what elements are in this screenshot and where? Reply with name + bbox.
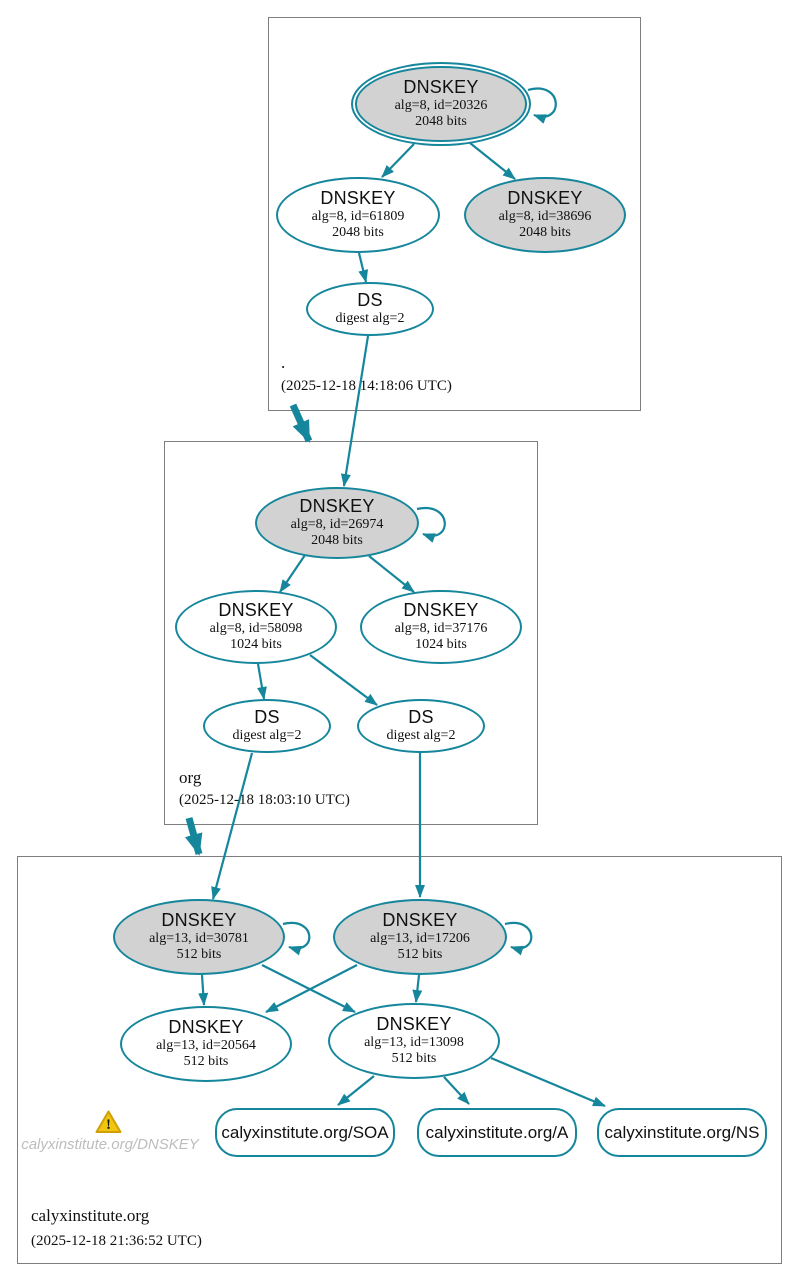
svg-text:!: ! <box>106 1117 111 1133</box>
rrset-node-a[interactable]: calyxinstitute.org/A <box>417 1108 577 1157</box>
node-detail: 2048 bits <box>415 114 467 130</box>
zone-timestamp-root: (2025-12-18 14:18:06 UTC) <box>281 378 452 394</box>
node-detail: alg=13, id=13098 <box>364 1034 464 1050</box>
node-title: DS <box>408 707 434 728</box>
dnskey-node-30781-ksk[interactable]: DNSKEY alg=13, id=30781 512 bits <box>113 899 285 975</box>
node-title: DNSKEY <box>161 910 237 931</box>
node-detail: 2048 bits <box>519 225 571 241</box>
node-detail: alg=13, id=20564 <box>156 1037 256 1053</box>
node-detail: alg=8, id=61809 <box>311 208 405 224</box>
zone-name-calyxinstitute: calyxinstitute.org <box>31 1206 150 1225</box>
ds-node-root[interactable]: DS digest alg=2 <box>306 282 434 336</box>
node-title: DNSKEY <box>376 1014 452 1035</box>
dnskey-node-20564[interactable]: DNSKEY alg=13, id=20564 512 bits <box>120 1006 292 1082</box>
node-detail: 512 bits <box>397 947 443 963</box>
node-title: DNSKEY <box>218 600 294 621</box>
dnskey-node-58098[interactable]: DNSKEY alg=8, id=58098 1024 bits <box>175 590 337 664</box>
node-detail: digest alg=2 <box>335 311 405 327</box>
node-detail: 2048 bits <box>332 225 384 241</box>
zone-timestamp-calyxinstitute: (2025-12-18 21:36:52 UTC) <box>31 1233 202 1249</box>
rrset-label: calyxinstitute.org/SOA <box>221 1122 389 1142</box>
node-title: DS <box>357 290 383 311</box>
node-title: DNSKEY <box>299 496 375 517</box>
node-detail: 512 bits <box>176 947 222 963</box>
node-detail: 1024 bits <box>230 637 282 653</box>
node-detail: alg=8, id=37176 <box>394 620 488 636</box>
dnskey-node-13098[interactable]: DNSKEY alg=13, id=13098 512 bits <box>328 1003 500 1079</box>
dnskey-node-37176[interactable]: DNSKEY alg=8, id=37176 1024 bits <box>360 590 522 664</box>
rrset-label: calyxinstitute.org/A <box>425 1122 569 1142</box>
node-detail: alg=13, id=30781 <box>149 930 249 946</box>
node-detail: alg=8, id=58098 <box>209 620 303 636</box>
rrset-node-soa[interactable]: calyxinstitute.org/SOA <box>215 1108 395 1157</box>
lame-rrset-label-dnskey: calyxinstitute.org/DNSKEY <box>21 1136 199 1153</box>
node-detail: 2048 bits <box>311 533 363 549</box>
node-title: DNSKEY <box>507 188 583 209</box>
warning-icon[interactable]: ! <box>95 1110 122 1139</box>
dnskey-node-38696[interactable]: DNSKEY alg=8, id=38696 2048 bits <box>464 177 626 253</box>
rrset-label: calyxinstitute.org/NS <box>604 1122 760 1142</box>
node-title: DNSKEY <box>403 77 479 98</box>
node-detail: alg=8, id=38696 <box>498 208 592 224</box>
node-title: DS <box>254 707 280 728</box>
dnskey-node-26974-ksk[interactable]: DNSKEY alg=8, id=26974 2048 bits <box>255 487 419 559</box>
zone-timestamp-org: (2025-12-18 18:03:10 UTC) <box>179 792 350 808</box>
dnskey-node-20326-ksk[interactable]: DNSKEY alg=8, id=20326 2048 bits <box>351 62 531 146</box>
zone-name-root: . <box>281 353 286 372</box>
node-detail: 512 bits <box>391 1051 437 1067</box>
ds-node-org-right[interactable]: DS digest alg=2 <box>357 699 485 753</box>
dnskey-node-17206-ksk[interactable]: DNSKEY alg=13, id=17206 512 bits <box>333 899 507 975</box>
node-detail: 512 bits <box>183 1054 229 1070</box>
ds-node-org-left[interactable]: DS digest alg=2 <box>203 699 331 753</box>
node-title: DNSKEY <box>168 1017 244 1038</box>
node-title: DNSKEY <box>403 600 479 621</box>
node-title: DNSKEY <box>382 910 458 931</box>
node-detail: digest alg=2 <box>232 728 302 744</box>
node-detail: 1024 bits <box>415 637 467 653</box>
zone-name-org: org <box>179 768 202 787</box>
node-detail: digest alg=2 <box>386 728 456 744</box>
dnskey-node-61809[interactable]: DNSKEY alg=8, id=61809 2048 bits <box>276 177 440 253</box>
node-detail: alg=8, id=26974 <box>290 516 384 532</box>
node-title: DNSKEY <box>320 188 396 209</box>
node-detail: alg=8, id=20326 <box>394 97 488 113</box>
rrset-node-ns[interactable]: calyxinstitute.org/NS <box>597 1108 767 1157</box>
node-detail: alg=13, id=17206 <box>370 930 470 946</box>
